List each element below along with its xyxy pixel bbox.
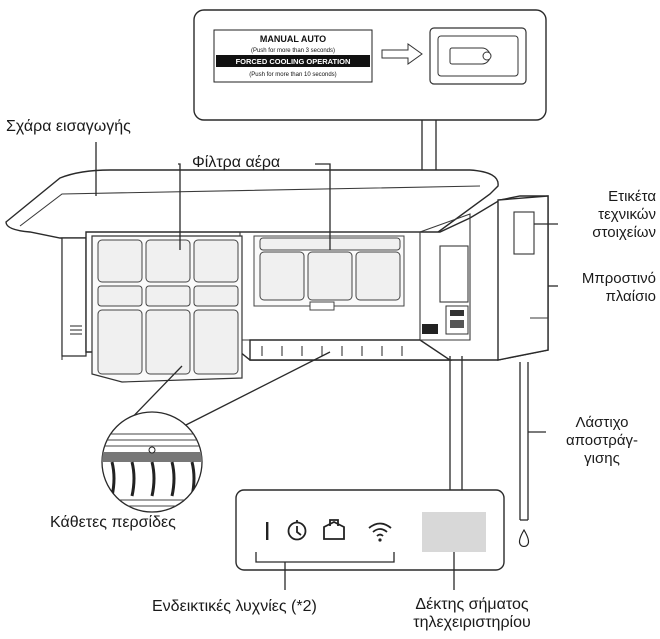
manual-auto-note: (Push for more than 3 seconds) — [251, 48, 335, 54]
timer-icon — [287, 520, 307, 541]
label-remote-receiver: Δέκτης σήματος τηλεχειριστηρίου — [392, 596, 552, 632]
louver-closeup — [101, 411, 203, 513]
right-air-filter — [253, 235, 405, 311]
remote-receiver-window — [422, 512, 486, 552]
manual-button-icon — [449, 47, 491, 65]
manual-button — [422, 324, 438, 334]
label-front-line1: Μπροστινό — [581, 270, 656, 287]
label-drain-line1: Λάστιχο — [575, 414, 629, 431]
label-vertical-louvers: Κάθετες περσίδες — [50, 514, 176, 531]
label-intake-grille: Σχάρα εισαγωγής — [6, 118, 131, 135]
label-receiver-line2: τηλεχειριστηρίου — [413, 614, 531, 631]
label-indicator-lamps: Ενδεικτικές λυχνίες (*2) — [152, 598, 317, 615]
label-drain-hose: Λάστιχο αποστράγ- γισης — [556, 414, 648, 468]
manual-auto-text: MANUAL AUTO — [260, 34, 326, 44]
label-spec-line2: τεχνικών — [598, 206, 656, 223]
label-front-panel: Μπροστινό πλαίσιο — [560, 270, 656, 306]
label-air-filters: Φίλτρα αέρα — [192, 154, 281, 171]
forced-cooling-note: (Push for more than 10 seconds) — [249, 72, 336, 78]
intake-grille — [5, 169, 499, 239]
label-spec-line1: Ετικέτα — [608, 188, 656, 205]
water-drop-icon — [518, 528, 530, 548]
home-leave-icon — [323, 519, 345, 540]
label-drain-line2: αποστράγ- — [565, 432, 639, 449]
label-spec-sticker: Ετικέτα τεχνικών στοιχείων — [560, 188, 656, 242]
forced-cooling-bar — [216, 55, 370, 67]
left-air-filter — [91, 235, 243, 383]
callout-arrow-icon — [381, 43, 423, 65]
spec-label-sticker — [513, 211, 535, 255]
power-bar-icon — [266, 522, 269, 540]
label-receiver-line1: Δέκτης σήματος — [415, 596, 529, 613]
wifi-icon — [368, 522, 392, 542]
label-drain-line3: γισης — [584, 450, 620, 467]
forced-cooling-text: FORCED COOLING OPERATION — [236, 57, 351, 66]
unit-body — [61, 237, 87, 357]
label-spec-line3: στοιχείων — [592, 224, 656, 241]
label-front-line2: πλαίσιο — [605, 288, 656, 305]
